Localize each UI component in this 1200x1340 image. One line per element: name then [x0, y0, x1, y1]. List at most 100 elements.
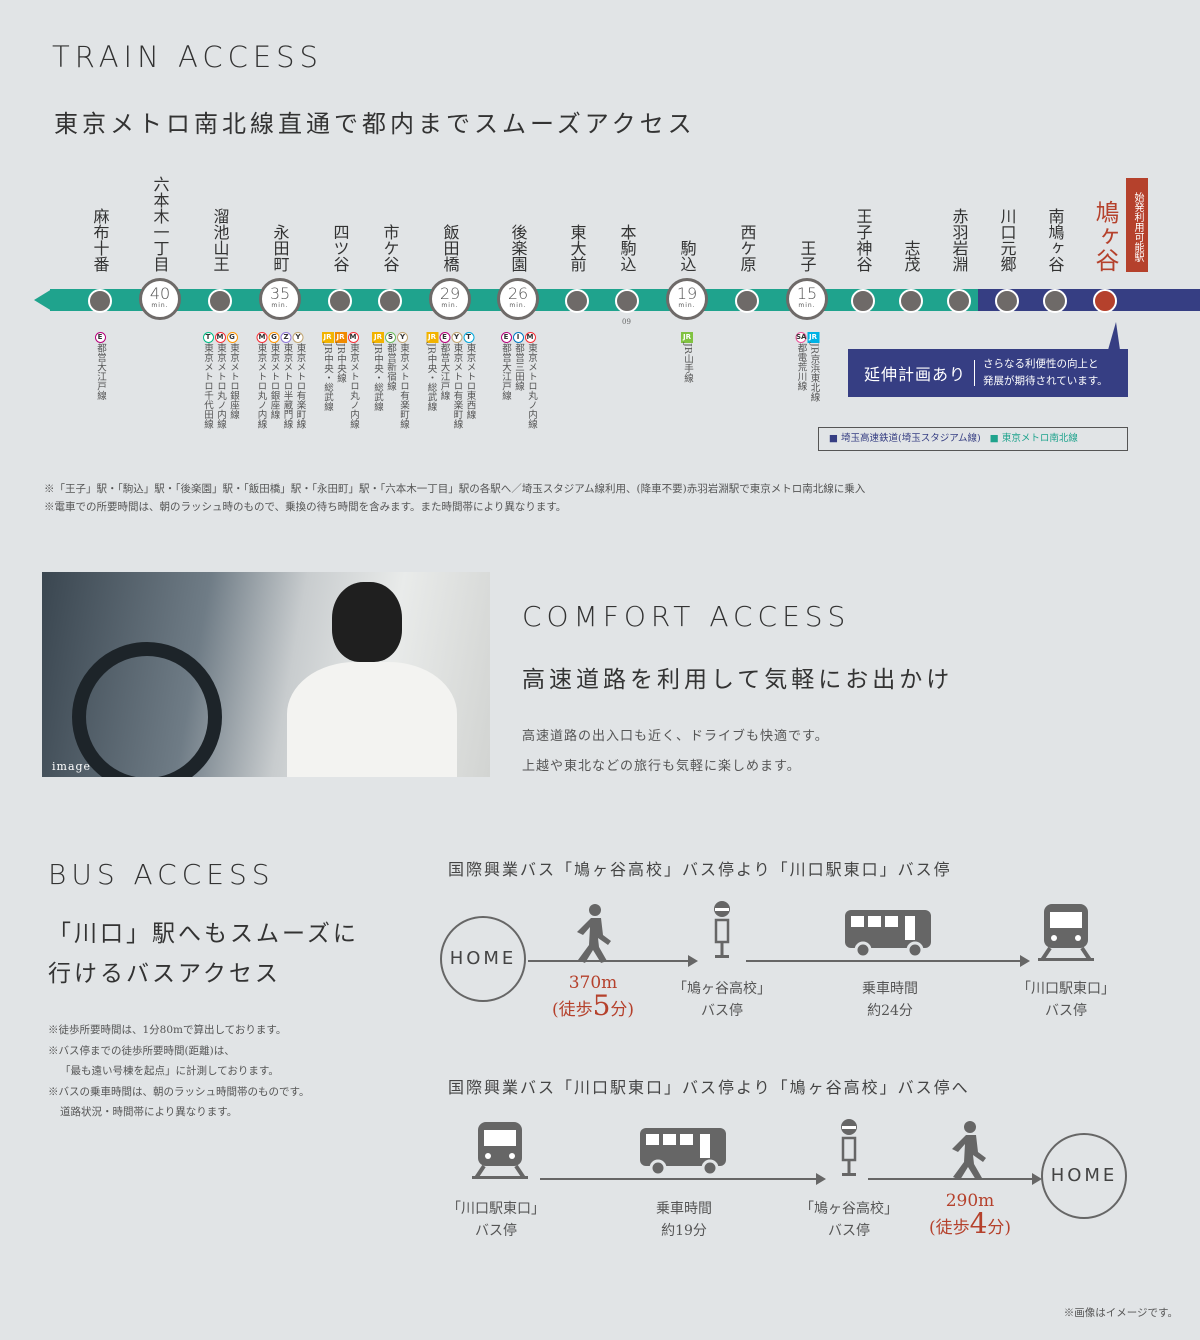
transfer-line-name: 都営大江戸線: [438, 343, 450, 400]
route2-walk-arrow: [868, 1173, 1042, 1185]
saitama-line-bar: [978, 289, 1200, 311]
travel-minutes: 15: [796, 284, 818, 303]
station-marker: [1043, 289, 1067, 313]
line-badge-icon: M: [256, 332, 268, 343]
bus-note-3: 「最も遠い号棟を起点」に計測しております。: [60, 1065, 279, 1077]
station-name: 麻布十番: [90, 208, 110, 272]
station-name: 市ケ谷: [380, 224, 400, 272]
route2-walk-minutes: 4: [969, 1207, 988, 1240]
line-badge-icon: E: [439, 332, 450, 343]
min-label: min.: [798, 302, 816, 309]
walking-icon: [948, 1120, 988, 1180]
transfer-line-name: 東京メトロ丸ノ内線: [255, 343, 267, 429]
line-arrow-icon: [34, 289, 52, 311]
station-marker: [88, 289, 112, 313]
travel-minutes: 40: [149, 284, 171, 303]
bus-note-5: 道路状況・時間帯により異なります。: [60, 1106, 238, 1118]
route2-stop1-name: 「川口駅東口」: [447, 1201, 545, 1217]
route1-ride-arrow: [746, 955, 1030, 967]
line-badge-icon: M: [347, 332, 359, 343]
route1-walk-pre: (徒歩: [551, 1000, 593, 1020]
image-label: image: [52, 760, 92, 773]
line-badge-icon: Y: [292, 332, 304, 343]
walking-icon: [573, 903, 613, 963]
line-badge-icon: JR: [334, 332, 347, 343]
station-marker: [615, 289, 639, 313]
route2-stop2-name: 「鳩ヶ谷高校」: [800, 1201, 898, 1217]
line-badge-icon: M: [214, 332, 226, 343]
line-badge-icon: T: [463, 332, 474, 343]
route2-walk-post: 分): [987, 1218, 1012, 1238]
station-name: 後楽園: [508, 224, 528, 272]
transfer-line-name: 都営新宿線: [385, 343, 396, 391]
min-label: min.: [678, 302, 696, 309]
legend-namboku: 東京メトロ南北線: [1001, 433, 1078, 444]
line-badge-icon: Z: [280, 332, 292, 343]
station-code: 09: [622, 318, 631, 326]
station-marker: [378, 289, 402, 313]
station-name: 志茂: [901, 240, 921, 272]
route2-ride-time: 約19分: [661, 1223, 707, 1239]
train-access-heading: TRAIN ACCESS: [52, 40, 323, 74]
transfer-line-name: 都電荒川線: [795, 343, 807, 391]
min-label: min.: [441, 302, 459, 309]
transfer-line-name: 東京メトロ有楽町線: [294, 343, 306, 429]
station-name: 西ケ原: [737, 224, 757, 272]
comfort-text-1: 高速道路の出入口も近く、ドライブも快適です。: [522, 729, 829, 744]
route1-walk-post: 分): [610, 1000, 635, 1020]
line-badge-icon: G: [226, 332, 238, 343]
line-badge-icon: M: [524, 332, 536, 343]
station-name: 永田町: [270, 224, 290, 272]
comfort-subtitle: 高速道路を利用して気軽にお出かけ: [522, 667, 954, 693]
transfer-line-name: 都営大江戸線: [95, 343, 106, 400]
line-badge-icon: E: [500, 332, 512, 343]
transfer-line-name: 東京メトロ丸ノ内線: [348, 343, 359, 429]
station-name: 川口元郷: [997, 208, 1017, 272]
route2-ride-label: 乗車時間: [656, 1201, 712, 1217]
transfer-line-name: JR中央・総武線: [372, 343, 383, 411]
legend-saitama: 埼玉高速鉄道(埼玉スタジアム線): [841, 433, 981, 444]
line-badge-icon: I: [512, 332, 524, 343]
station-marker: [208, 289, 232, 313]
station-name: 六本木一丁目: [150, 176, 170, 272]
station-name: 溜池山王: [210, 208, 230, 272]
image-footnote: ※画像はイメージです。: [1063, 1307, 1178, 1319]
route1-ride-time: 約24分: [867, 1003, 913, 1019]
transfer-line-name: 東京メトロ千代田線: [202, 343, 213, 429]
train-icon: [472, 1120, 528, 1180]
travel-minutes: 35: [269, 284, 291, 303]
station-marker: [851, 289, 875, 313]
route1-walk-minutes: 5: [592, 989, 611, 1022]
transfer-line-name: 東京メトロ銀座線: [268, 343, 280, 419]
route1-home: HOME: [440, 916, 526, 1002]
transfer-line-name: 東京メトロ丸ノ内線: [215, 343, 226, 429]
origin-station-badge: 始発利用可能駅: [1126, 178, 1148, 272]
comfort-access-heading: COMFORT ACCESS: [522, 600, 851, 633]
transfer-line-name: JR中央線: [335, 343, 346, 383]
transfer-line-name: 東京メトロ半蔵門線: [281, 343, 293, 429]
line-badge-icon: E: [94, 332, 106, 343]
line-badge-icon: SA: [795, 332, 807, 343]
line-badge-icon: JR: [426, 332, 438, 343]
route1-stop2-label: バス停: [1045, 1003, 1087, 1019]
route1-title: 国際興業バス「鳩ヶ谷高校」バス停より「川口駅東口」バス停: [448, 860, 952, 879]
route1-stop2-name: 「川口駅東口」: [1017, 981, 1115, 997]
callout-text-2: 発展が期待されています。: [983, 375, 1108, 387]
route1-walk-arrow: [528, 955, 698, 967]
bus-icon: [843, 908, 933, 958]
route2-title: 国際興業バス「川口駅東口」バス停より「鳩ヶ谷高校」バス停へ: [448, 1078, 970, 1097]
station-name: 駒込: [677, 240, 697, 272]
travel-minutes: 26: [507, 284, 529, 303]
bus-access-heading: BUS ACCESS: [48, 858, 275, 891]
station-marker: [899, 289, 923, 313]
line-badge-icon: Y: [397, 332, 408, 343]
bus-subtitle-1: 「川口」駅へもスムーズに: [48, 921, 359, 947]
